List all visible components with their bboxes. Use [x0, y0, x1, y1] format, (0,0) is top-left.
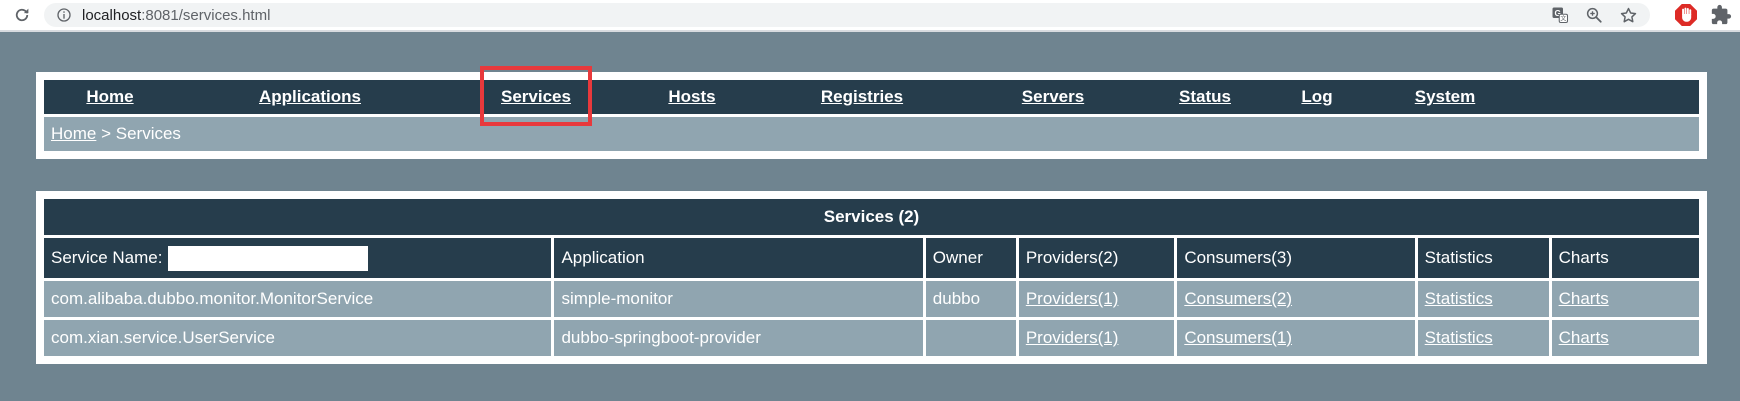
nav-link-services[interactable]: Services	[501, 87, 571, 106]
nav-link-log[interactable]: Log	[1301, 87, 1333, 106]
column-header-application: Application	[554, 238, 923, 278]
nav-link-system[interactable]: System	[1414, 87, 1476, 106]
browser-toolbar: localhost:8081/services.html G 文	[0, 0, 1740, 32]
table-row: com.alibaba.dubbo.monitor.MonitorService…	[44, 281, 1699, 317]
reload-icon[interactable]	[8, 1, 36, 29]
providers-link[interactable]: Providers(1)	[1025, 328, 1119, 347]
application-cell: dubbo-springboot-provider	[554, 320, 923, 356]
nav-item-home[interactable]: Home	[44, 80, 176, 114]
charts-link[interactable]: Charts	[1558, 289, 1609, 308]
nav-link-applications[interactable]: Applications	[258, 87, 361, 106]
charts-cell: Charts	[1551, 281, 1699, 317]
nav-link-hosts[interactable]: Hosts	[668, 87, 716, 106]
breadcrumb-current: Services	[115, 124, 181, 143]
statistics-cell: Statistics	[1417, 320, 1549, 356]
nav-item-servers[interactable]: Servers	[968, 80, 1138, 114]
services-table: Services (2) Service Name: Application O…	[41, 196, 1702, 359]
extensions-puzzle-icon[interactable]	[1710, 4, 1732, 26]
services-header-row: Service Name: Application Owner Provider…	[44, 238, 1699, 278]
column-header-owner: Owner	[925, 238, 1016, 278]
service-name-filter-label: Service Name:	[51, 248, 163, 267]
providers-link[interactable]: Providers(1)	[1025, 289, 1119, 308]
svg-text:G: G	[1555, 9, 1561, 18]
consumers-cell: Consumers(1)	[1177, 320, 1415, 356]
owner-cell: dubbo	[925, 281, 1016, 317]
url-text: localhost:8081/services.html	[82, 7, 270, 24]
statistics-cell: Statistics	[1417, 281, 1549, 317]
column-header-consumers: Consumers(3)	[1177, 238, 1415, 278]
main-nav: Home Applications Services Hosts Registr…	[44, 66, 1699, 126]
consumers-cell: Consumers(2)	[1177, 281, 1415, 317]
consumers-link[interactable]: Consumers(2)	[1184, 289, 1293, 308]
nav-link-status[interactable]: Status	[1179, 87, 1231, 106]
adblock-hand-icon[interactable]	[1674, 3, 1698, 27]
services-title: Services (2)	[44, 199, 1699, 235]
services-title-row: Services (2)	[44, 199, 1699, 235]
service-name-cell: com.alibaba.dubbo.monitor.MonitorService	[44, 281, 552, 317]
nav-link-home[interactable]: Home	[86, 87, 134, 106]
providers-cell: Providers(1)	[1018, 281, 1175, 317]
nav-item-registries[interactable]: Registries	[756, 80, 968, 114]
zoom-icon[interactable]	[1585, 6, 1603, 24]
providers-cell: Providers(1)	[1018, 320, 1175, 356]
nav-link-registries[interactable]: Registries	[820, 87, 904, 106]
translate-icon[interactable]: G 文	[1551, 6, 1569, 24]
charts-cell: Charts	[1551, 320, 1699, 356]
nav-item-log[interactable]: Log	[1272, 80, 1362, 114]
statistics-link[interactable]: Statistics	[1424, 289, 1493, 308]
nav-item-applications[interactable]: Applications	[176, 80, 444, 114]
nav-item-services[interactable]: Services	[444, 66, 628, 126]
url-host: localhost	[82, 6, 142, 24]
breadcrumb: Home > Services	[44, 117, 1699, 151]
url-path: :8081/services.html	[141, 6, 271, 24]
nav-item-system[interactable]: System	[1362, 80, 1528, 114]
table-row: com.xian.service.UserService dubbo-sprin…	[44, 320, 1699, 356]
breadcrumb-separator: >	[96, 124, 116, 143]
page-background: Home Applications Services Hosts Registr…	[0, 32, 1740, 401]
consumers-link[interactable]: Consumers(1)	[1184, 328, 1293, 347]
nav-item-status[interactable]: Status	[1138, 80, 1272, 114]
nav-link-servers[interactable]: Servers	[1021, 87, 1085, 106]
owner-cell	[925, 320, 1016, 356]
service-name-cell: com.xian.service.UserService	[44, 320, 552, 356]
page-info-icon[interactable]	[56, 7, 72, 23]
services-panel: Services (2) Service Name: Application O…	[36, 191, 1707, 364]
application-cell: simple-monitor	[554, 281, 923, 317]
column-header-statistics: Statistics	[1417, 238, 1549, 278]
bookmark-star-icon[interactable]	[1619, 6, 1638, 25]
svg-text:文: 文	[1560, 15, 1566, 23]
column-header-providers: Providers(2)	[1018, 238, 1175, 278]
service-name-filter-input[interactable]	[168, 245, 369, 271]
service-name-filter-cell: Service Name:	[44, 238, 552, 278]
breadcrumb-home-link[interactable]: Home	[51, 124, 97, 143]
nav-panel: Home Applications Services Hosts Registr…	[36, 66, 1707, 159]
column-header-charts: Charts	[1551, 238, 1699, 278]
nav-item-hosts[interactable]: Hosts	[628, 80, 756, 114]
url-bar[interactable]: localhost:8081/services.html G 文	[44, 3, 1650, 27]
charts-link[interactable]: Charts	[1558, 328, 1609, 347]
statistics-link[interactable]: Statistics	[1424, 328, 1493, 347]
